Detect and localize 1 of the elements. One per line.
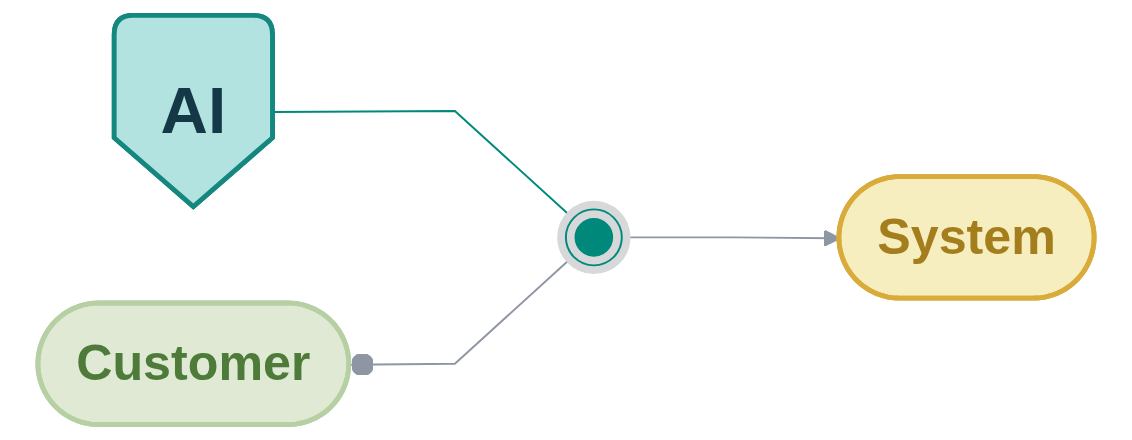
node-circle bbox=[557, 200, 631, 275]
